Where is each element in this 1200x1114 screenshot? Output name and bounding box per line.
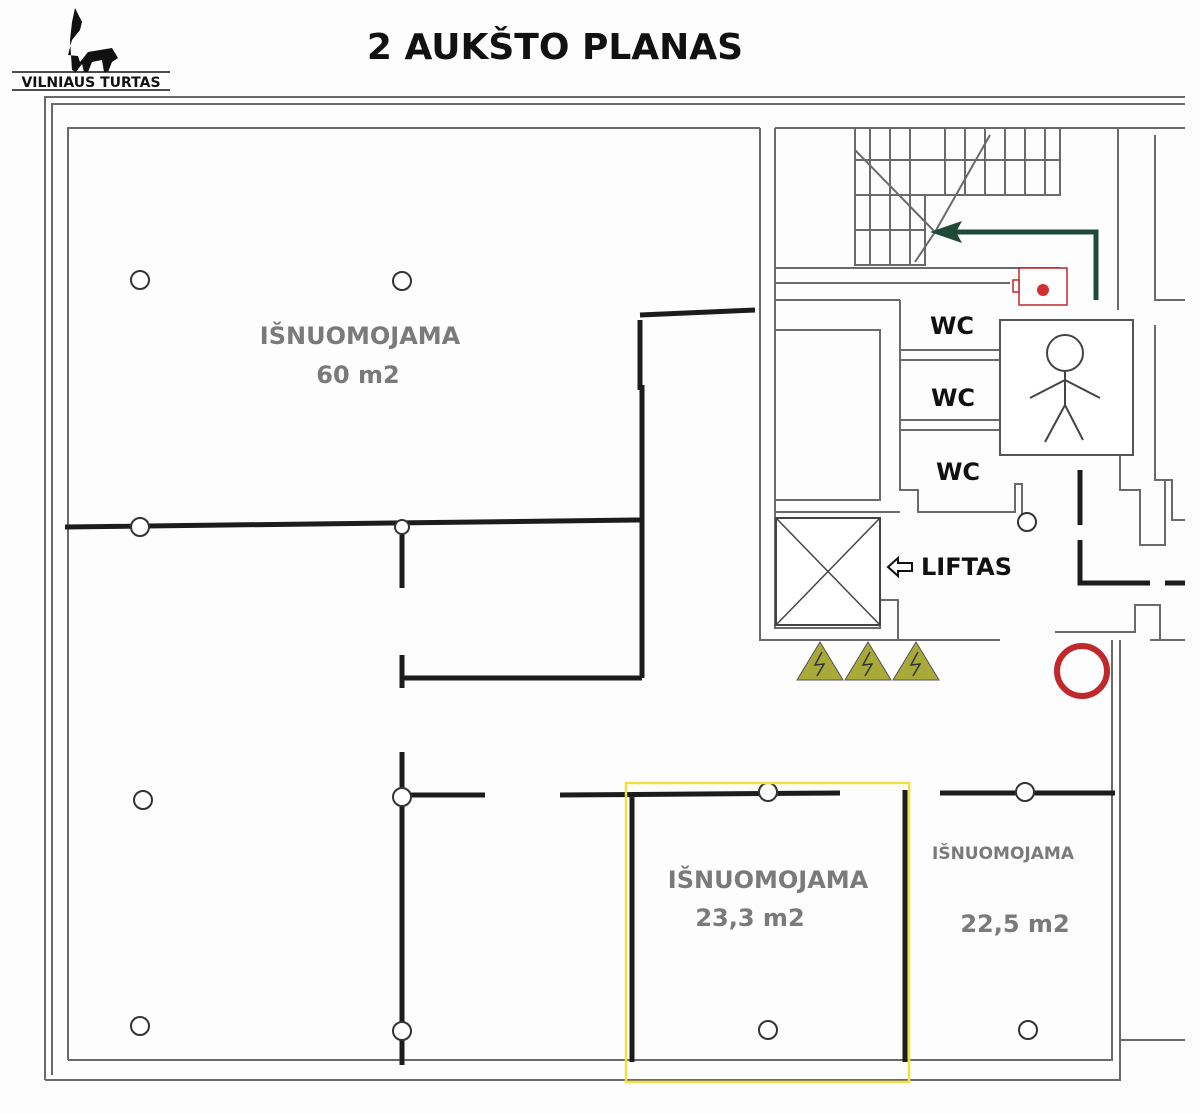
wc-label: WC — [930, 312, 974, 340]
room-area: 22,5 m2 — [960, 910, 1069, 938]
exit-arrow-head — [930, 221, 962, 243]
highlighted-room-outline — [624, 781, 911, 1084]
staircase — [854, 128, 1061, 266]
wc-label: WC — [931, 384, 975, 412]
room-22-5[interactable]: IŠNUOMOJAMA 22,5 m2 — [932, 842, 1075, 938]
lift-arrow-icon — [886, 555, 913, 579]
room-label: IŠNUOMOJAMA — [668, 864, 869, 894]
wolf-logo: VILNIAUS TURTAS — [12, 8, 170, 91]
lift-icon — [775, 517, 881, 626]
room-23-3[interactable]: IŠNUOMOJAMA 23,3 m2 — [668, 864, 869, 932]
alarm-icon — [1012, 267, 1068, 306]
room-60[interactable]: IŠNUOMOJAMA 60 m2 — [260, 320, 461, 389]
logo-text: VILNIAUS TURTAS — [21, 75, 160, 91]
outer-walls — [44, 96, 1185, 1081]
exit-arrow — [945, 229, 1099, 300]
fire-hydrant-icon — [1054, 643, 1110, 699]
room-label: IŠNUOMOJAMA — [932, 842, 1075, 864]
room-area: 23,3 m2 — [695, 904, 804, 932]
room-label: IŠNUOMOJAMA — [260, 320, 461, 350]
columns — [130, 270, 1038, 1041]
wc-label: WC — [936, 458, 980, 486]
partition-walls — [64, 307, 1115, 1065]
room-area: 60 m2 — [316, 361, 399, 389]
lift-label: LIFTAS — [921, 553, 1012, 581]
person-icon — [999, 319, 1134, 456]
building-core: WC WC WC LIFTAS — [759, 128, 1185, 699]
page-title: 2 AUKŠTO PLANAS — [367, 26, 743, 68]
high-voltage-icons — [796, 641, 940, 681]
